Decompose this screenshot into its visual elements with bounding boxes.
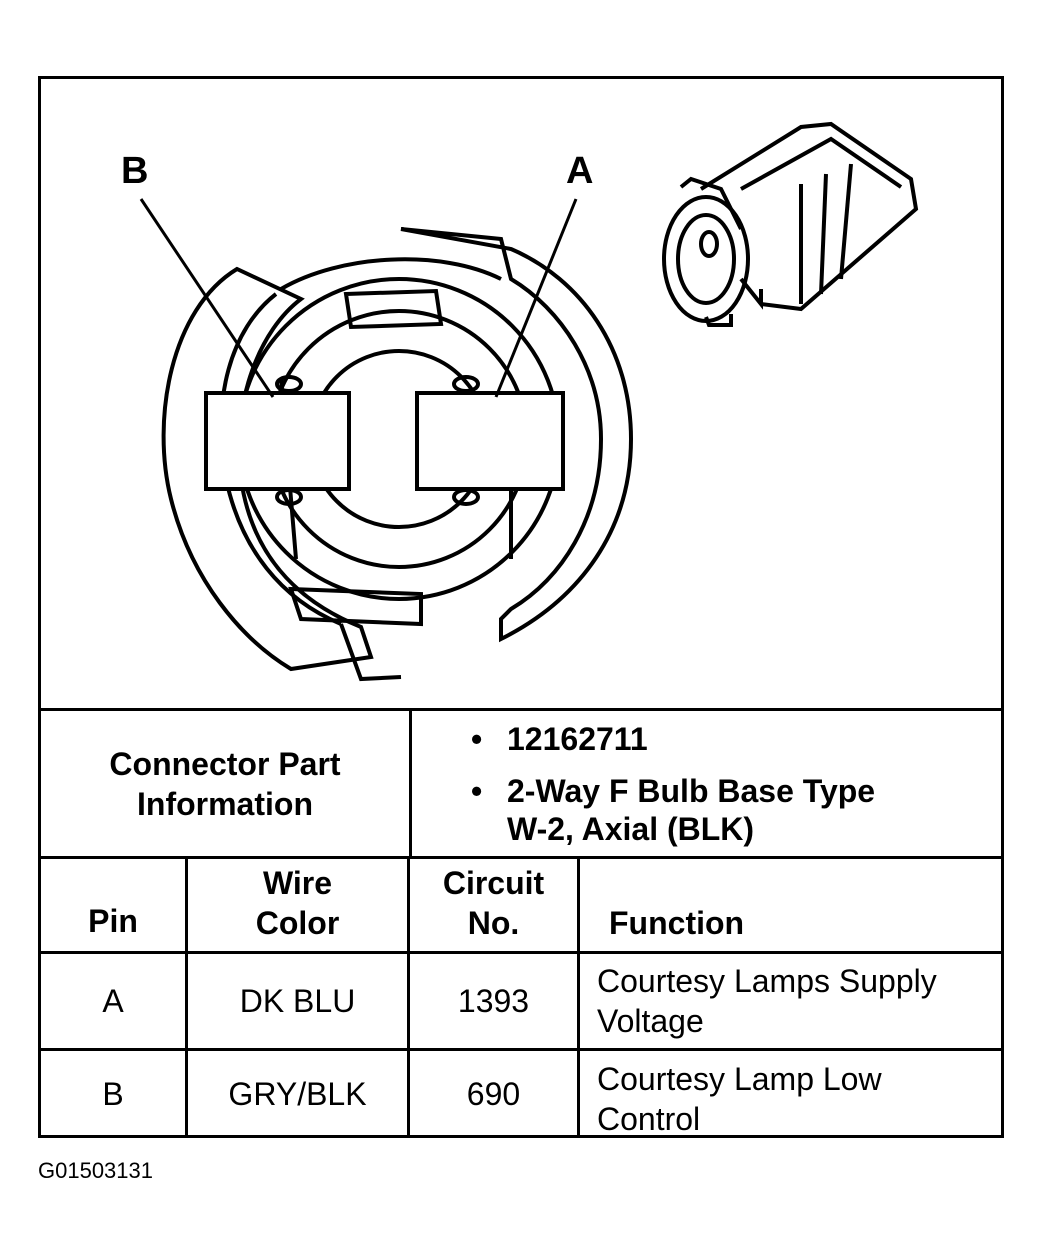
description-line2: W-2, Axial (BLK) (507, 811, 755, 847)
leader-line-b (139, 198, 275, 398)
terminal-b (204, 391, 351, 491)
row-b-pin: B (102, 1076, 124, 1112)
divider-row-1 (41, 1048, 1001, 1051)
row-a-circuit: 1393 (457, 983, 530, 1019)
row-a-pin: A (102, 983, 124, 1019)
figure-id: G01503131 (38, 1158, 153, 1183)
info-label-line1: Connector Part (109, 745, 341, 782)
part-number-item: • 12162711 (471, 720, 648, 758)
divider-header-row (41, 951, 1001, 954)
header-circuit: Circuit No. (442, 865, 545, 941)
row-a-function: Courtesy Lamps Supply Voltage (597, 963, 937, 1039)
header-wire-color: Wire Color (255, 865, 340, 941)
divider-info (409, 708, 412, 856)
divider-col-1 (185, 856, 188, 1136)
part-number: 12162711 (507, 721, 648, 757)
row-a-wire-color: DK BLU (239, 983, 356, 1019)
row-b-function: Courtesy Lamp Low Control (597, 1061, 882, 1137)
divider-info-header (41, 856, 1001, 859)
row-b-circuit: 690 (466, 1076, 521, 1112)
connector-perspective-view (662, 121, 919, 327)
description-line1: 2-Way F Bulb Base Type (507, 773, 876, 809)
connector-face-diagram: B A (121, 121, 919, 682)
header-function: Function (609, 905, 745, 941)
leader-line-a (494, 198, 578, 398)
info-label-line2: Information (137, 785, 313, 822)
row-b-wire-color: GRY/BLK (228, 1076, 367, 1112)
divider-diagram-table (41, 708, 1001, 711)
terminal-a (415, 391, 565, 491)
pin-label-a: A (566, 150, 593, 192)
connector-figure: B A Connector Part Information • 12162711 (38, 76, 1004, 1138)
pin-label-b: B (121, 150, 148, 192)
bullet-icon: • (471, 773, 483, 809)
header-pin: Pin (88, 903, 138, 939)
divider-col-2 (407, 856, 410, 1136)
bullet-icon: • (471, 721, 483, 757)
connector-part-info-label: Connector Part Information (41, 711, 409, 856)
description-item: • 2-Way F Bulb Base Type W-2, Axial (BLK) (471, 772, 875, 848)
divider-col-3 (577, 856, 580, 1136)
